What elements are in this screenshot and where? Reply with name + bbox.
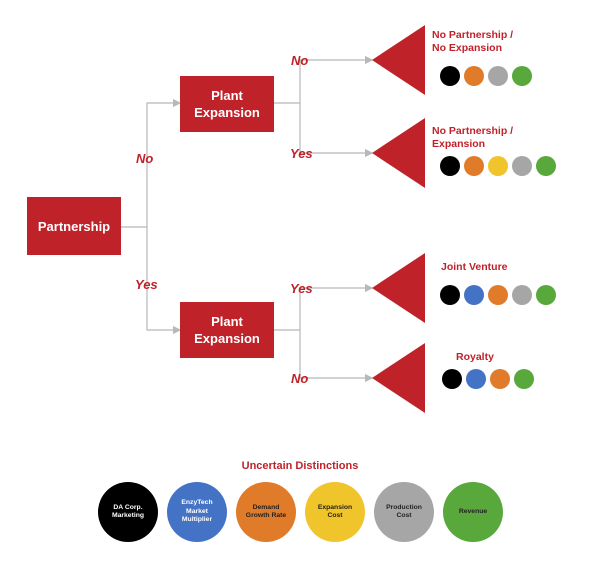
uncertainty-dot	[440, 66, 460, 86]
legend-item: Revenue	[443, 482, 503, 542]
outcome-triangle-2	[372, 118, 425, 188]
branch-label-upper-no: No	[291, 53, 309, 68]
uncertainty-dot	[466, 369, 486, 389]
uncertainty-dot	[464, 156, 484, 176]
uncertainty-dot	[536, 156, 556, 176]
outcome-label: No Partnership / No Expansion	[432, 29, 514, 54]
branch-label-root-yes: Yes	[135, 277, 158, 292]
partnership-node: Partnership	[27, 197, 121, 255]
legend-item: Production Cost	[374, 482, 434, 542]
outcome-label: Joint Venture	[441, 261, 508, 273]
uncertainty-dot	[440, 285, 460, 305]
uncertainty-dot	[512, 285, 532, 305]
branch-label-root-no: No	[136, 151, 154, 166]
uncertainty-dot	[440, 156, 460, 176]
legend-item: Demand Growth Rate	[236, 482, 296, 542]
uncertainty-dot	[442, 369, 462, 389]
upper-connector-no	[274, 55, 374, 104]
branch-label-lower-no: No	[291, 371, 309, 386]
root-connector	[121, 98, 182, 228]
outcome-triangle-1	[372, 25, 425, 95]
upper-connector-yes	[299, 103, 374, 158]
outcome-triangle-4	[372, 343, 425, 413]
legend-item: DA Corp. Marketing	[98, 482, 158, 542]
outcome-label: No Partnership / Expansion	[432, 125, 514, 150]
legend-title: Uncertain Distinctions	[241, 460, 359, 472]
uncertainty-dot	[536, 285, 556, 305]
legend-item: Expansion Cost	[305, 482, 365, 542]
lower-connector-yes	[274, 283, 374, 331]
uncertainty-dot	[512, 66, 532, 86]
outcome-triangle-3	[372, 253, 425, 323]
uncertainty-dot	[514, 369, 534, 389]
upper-plant-expansion-node: Plant Expansion	[180, 76, 274, 132]
lower-connector-no	[299, 330, 374, 383]
uncertainty-dot	[488, 285, 508, 305]
outcome-label: Royalty	[456, 351, 494, 363]
legend-item: EnzyTech Market Multiplier	[167, 482, 227, 542]
uncertainty-dot	[512, 156, 532, 176]
uncertainty-dot	[488, 156, 508, 176]
uncertainty-dot	[464, 66, 484, 86]
uncertainty-dot	[490, 369, 510, 389]
uncertainty-dot	[464, 285, 484, 305]
branch-label-upper-yes: Yes	[290, 146, 313, 161]
uncertainty-dot	[488, 66, 508, 86]
root-connector-lower	[146, 227, 182, 335]
branch-label-lower-yes: Yes	[290, 281, 313, 296]
lower-plant-expansion-node: Plant Expansion	[180, 302, 274, 358]
